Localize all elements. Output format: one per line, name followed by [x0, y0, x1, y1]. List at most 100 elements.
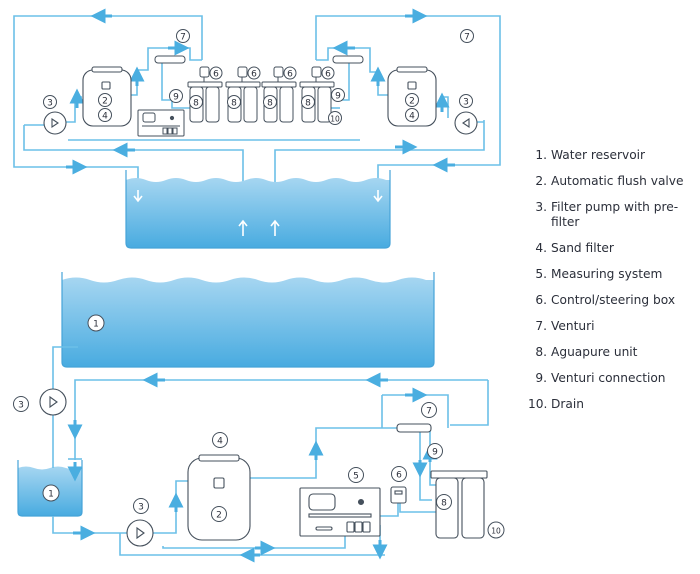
sand-filter-right-window [407, 81, 417, 90]
svg-text:8: 8 [267, 99, 273, 109]
svg-text:8: 8 [441, 499, 447, 509]
svg-text:9: 9 [173, 93, 179, 103]
small-tank-wall [17, 460, 83, 517]
pipe [372, 503, 399, 517]
svg-text:6: 6 [287, 70, 293, 80]
legend-number: 8. [535, 345, 547, 359]
top-tank-water [126, 178, 390, 248]
aguapure-cartridge [461, 477, 485, 539]
pipe [74, 379, 488, 460]
aguapure-unit [225, 66, 261, 123]
legend-number: 10. [528, 397, 548, 411]
svg-text:1: 1 [48, 490, 54, 500]
legend-label: Automatic flush valve [551, 174, 684, 188]
legend-label: Drain [551, 397, 584, 411]
svg-text:10: 10 [491, 527, 501, 536]
svg-text:3: 3 [18, 401, 24, 411]
venturi [396, 423, 432, 433]
svg-text:7: 7 [464, 33, 470, 43]
bottom-components [39, 388, 488, 547]
bottom-pipes [52, 346, 489, 556]
number-marker: 8 [436, 494, 452, 510]
sand-filter-left-cap [91, 66, 123, 73]
legend-label: Venturi connection [551, 371, 666, 385]
measuring-display [308, 493, 336, 511]
svg-text:9: 9 [335, 92, 341, 102]
number-marker: 8 [227, 95, 241, 109]
legend-number: 5. [535, 267, 547, 281]
legend-label: Water reservoir [551, 148, 646, 162]
legend-number: 2. [535, 174, 547, 188]
venturi-left [154, 55, 186, 64]
legend: 1. Water reservoir 2. Automatic flush valve… [528, 148, 700, 423]
legend-item: 7. Venturi [528, 319, 700, 334]
number-marker: 8 [263, 95, 277, 109]
venturi-right [332, 55, 364, 64]
number-marker: 6 [247, 66, 261, 80]
legend-number: 3. [535, 200, 547, 214]
pump-main [126, 519, 154, 547]
number-marker: 9 [331, 88, 345, 102]
pool-wall [61, 272, 435, 368]
outflow-arrow [270, 219, 280, 236]
svg-text:8: 8 [305, 99, 311, 109]
pipe [240, 427, 398, 479]
pipe [52, 516, 128, 534]
legend-item: 5.Measuring system [528, 267, 700, 282]
number-marker: 4 [405, 108, 419, 122]
svg-text:6: 6 [396, 471, 402, 481]
legend-number: 9. [535, 371, 547, 385]
svg-text:5: 5 [353, 472, 359, 482]
number-marker: 4 [98, 108, 112, 122]
number-marker: 3 [13, 396, 29, 412]
outflow-arrow [238, 219, 248, 236]
pipe [450, 380, 489, 426]
legend-item: 6.Control/steering box [528, 293, 700, 308]
pipe [13, 15, 203, 190]
legend-item: 4.Sand filter [528, 241, 700, 256]
sand-filter-cap [198, 454, 240, 462]
pipe [130, 47, 202, 96]
legend-item: 9. Venturi connection [528, 371, 700, 386]
svg-text:7: 7 [426, 407, 432, 417]
legend-number: 1. [535, 148, 547, 162]
pool-water [62, 277, 434, 367]
pipe [340, 60, 350, 101]
sand-filter [187, 457, 251, 541]
sand-filter-left-window [101, 81, 111, 90]
svg-text:7: 7 [180, 33, 186, 43]
measuring-port [346, 521, 355, 533]
pump-left-glyph [51, 117, 59, 129]
pump-left [43, 111, 67, 135]
pipe [419, 428, 436, 501]
number-marker: 3 [133, 498, 149, 514]
number-marker: 4 [212, 432, 228, 448]
control-box [390, 486, 407, 504]
pump-right [454, 111, 478, 135]
pool [61, 272, 435, 368]
number-marker: 5 [348, 467, 364, 483]
top-aguapure-units [187, 66, 335, 123]
number-marker: 6 [209, 66, 223, 80]
svg-text:4: 4 [217, 437, 223, 447]
legend-number: 4. [535, 241, 547, 255]
number-marker: 8 [189, 95, 203, 109]
svg-text:2: 2 [216, 511, 222, 521]
number-marker: 7 [460, 29, 474, 43]
number-marker: 3 [459, 94, 473, 108]
legend-number: 7. [535, 319, 547, 333]
top-flow-arrows [66, 8, 455, 175]
svg-text:2: 2 [102, 97, 108, 107]
legend-label: Filter pump with pre-filter [551, 200, 679, 229]
svg-text:9: 9 [432, 448, 438, 458]
number-marker: 2 [98, 93, 112, 107]
legend-label: Venturi [551, 319, 595, 333]
svg-text:6: 6 [251, 70, 257, 80]
legend-label: Aguapure unit [551, 345, 638, 359]
number-marker: 6 [321, 66, 335, 80]
pipe [381, 394, 449, 428]
svg-text:8: 8 [231, 99, 237, 109]
svg-text:8: 8 [193, 99, 199, 109]
top-tank-wall [125, 170, 391, 249]
